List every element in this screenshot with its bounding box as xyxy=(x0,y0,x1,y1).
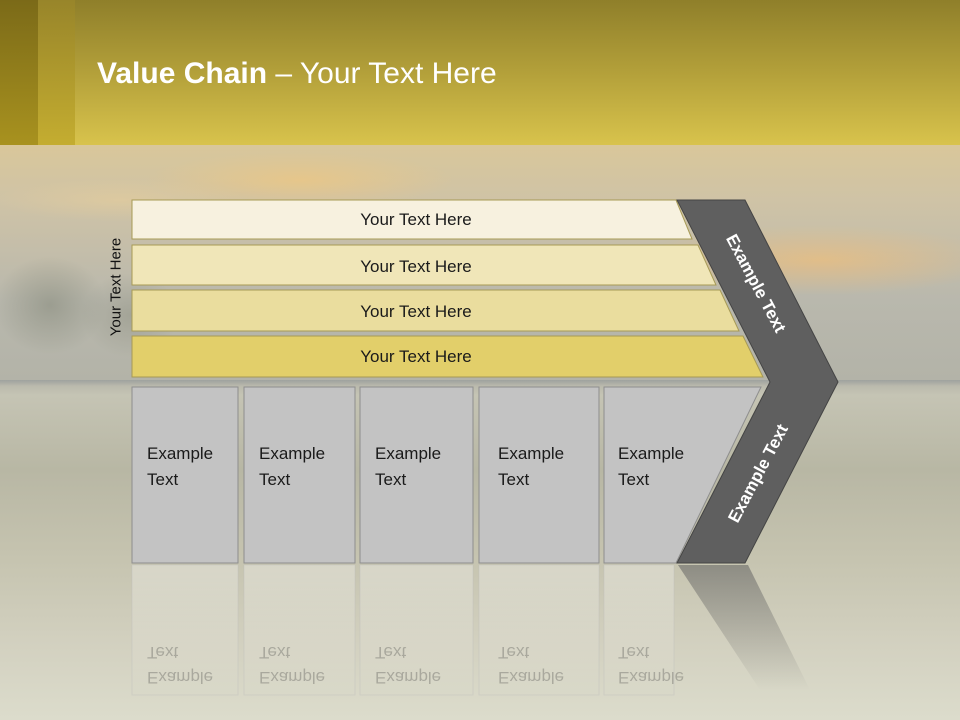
reflection-box xyxy=(603,564,675,696)
support-row-label: Your Text Here xyxy=(360,210,472,229)
primary-box xyxy=(603,386,762,564)
primary-box xyxy=(359,386,474,564)
reflection-text: Example xyxy=(375,668,441,687)
support-row xyxy=(131,199,693,240)
primary-box xyxy=(478,386,600,564)
reflection-text: Text xyxy=(618,643,649,662)
primary-box-text: Text xyxy=(498,470,529,489)
primary-box xyxy=(131,386,239,564)
slide-title-bold: Value Chain xyxy=(97,57,268,90)
header-accent-bar-right xyxy=(38,0,75,145)
primary-box-text: Text xyxy=(259,470,290,489)
primary-box-text: Example xyxy=(498,444,564,463)
reflection-chevron xyxy=(678,565,810,690)
primary-box-text: Example xyxy=(147,444,213,463)
primary-box-text: Text xyxy=(147,470,178,489)
chevron-shape xyxy=(676,199,839,564)
reflection-text: Example xyxy=(147,668,213,687)
primary-box-text: Example xyxy=(375,444,441,463)
reflection-text: Text xyxy=(259,643,290,662)
reflection-text: Example xyxy=(618,668,684,687)
slide-title-rest: – Your Text Here xyxy=(267,57,497,90)
support-row-label: Your Text Here xyxy=(360,347,472,366)
support-row-label: Your Text Here xyxy=(360,257,472,276)
primary-box-text: Text xyxy=(618,470,649,489)
slide-title: Value Chain – Your Text Here xyxy=(97,50,497,98)
reflection-box xyxy=(243,564,356,696)
reflection-box xyxy=(359,564,474,696)
primary-activities: Example Text Example Text Example Text E… xyxy=(131,386,762,564)
reflection-text: Text xyxy=(375,643,406,662)
support-row xyxy=(131,289,740,332)
reflection-box xyxy=(478,564,600,696)
reflection-text: Text xyxy=(147,643,178,662)
title-band: Value Chain – Your Text Here xyxy=(0,0,960,145)
reflection-box xyxy=(131,564,239,696)
support-row xyxy=(131,244,717,286)
support-activities: Your Text Here Your Text Here Your Text … xyxy=(131,199,764,378)
primary-box-text: Text xyxy=(375,470,406,489)
support-row-label: Your Text Here xyxy=(360,302,472,321)
header-accent-bar-left xyxy=(0,0,38,145)
reflection-text: Text xyxy=(498,643,529,662)
primary-box-text: Example xyxy=(259,444,325,463)
primary-box xyxy=(243,386,356,564)
reflection-text: Example xyxy=(259,668,325,687)
support-row xyxy=(131,335,764,378)
background-horizon xyxy=(0,380,960,386)
reflection-text: Example xyxy=(498,668,564,687)
reflection-group: Text Example Text Example Text Example T… xyxy=(131,564,810,696)
primary-box-text: Example xyxy=(618,444,684,463)
